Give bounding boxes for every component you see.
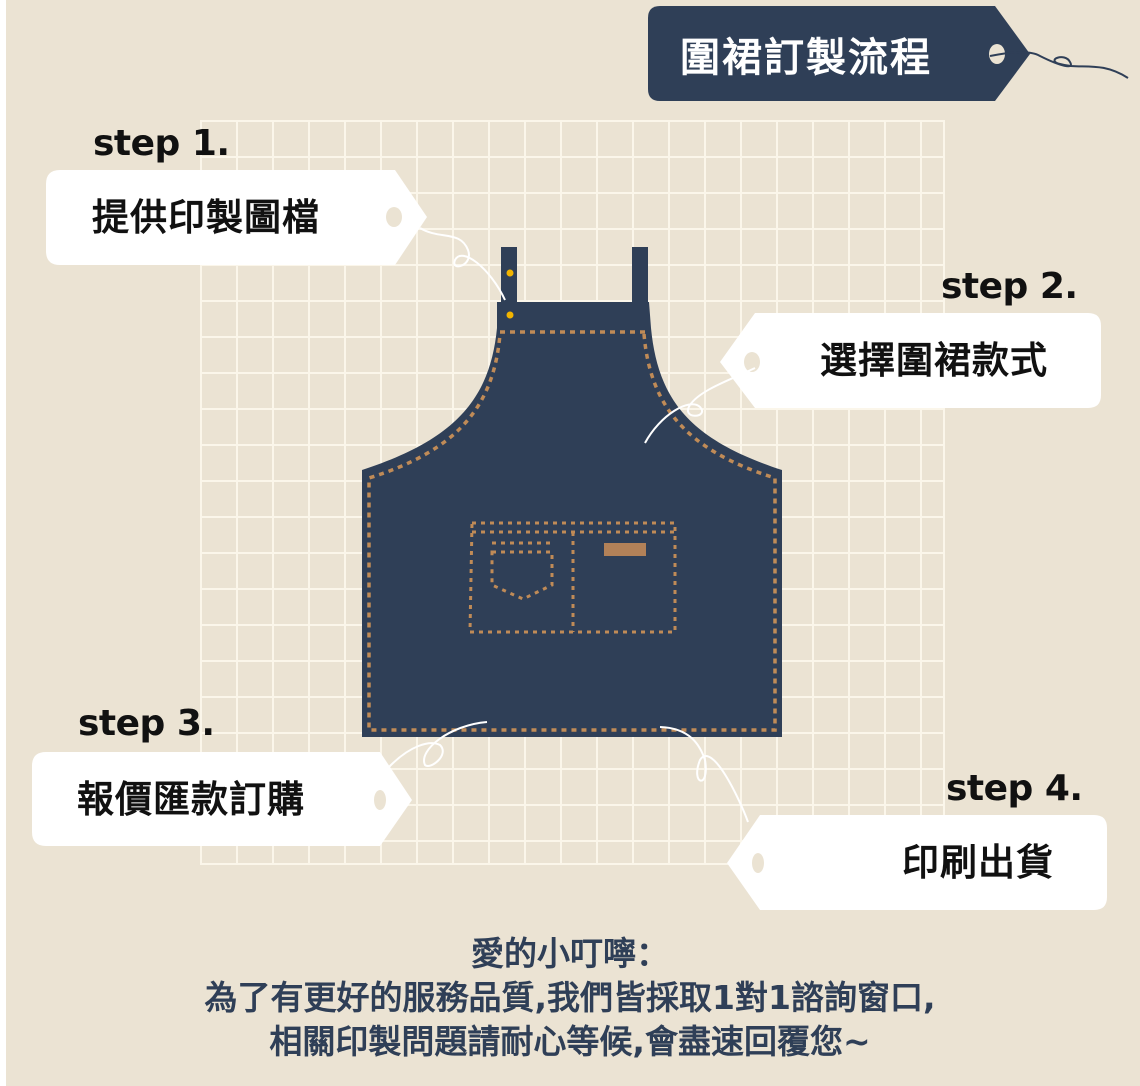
notice-heading: 愛的小叮嚀： [471, 934, 669, 973]
notice-line-1: 為了有更好的服務品質,我們皆採取1對1諮詢窗口, [204, 978, 936, 1017]
step-2-text: 選擇圍裙款式 [820, 339, 1048, 382]
tag-shape-step-3 [32, 721, 488, 846]
notice-line-2: 相關印製問題請耐心等候,會盡速回覆您~ [269, 1022, 871, 1061]
tag-shape-step-4 [659, 726, 1107, 910]
tag-shape-step-2 [644, 313, 1101, 444]
step-2-label: step 2. [941, 266, 1078, 307]
step-4-text: 印刷出貨 [902, 841, 1054, 884]
hang-tag-icon [648, 6, 1129, 101]
apron-illustration [362, 247, 782, 737]
step-3-label: step 3. [78, 703, 215, 744]
step-4-label: step 4. [946, 768, 1083, 809]
tag-shape-step-1 [46, 170, 506, 301]
notice-block: 愛的小叮嚀： 為了有更好的服務品質,我們皆採取1對1諮詢窗口, 相關印製問題請耐… [0, 932, 1140, 1064]
step-1-text: 提供印製圖檔 [92, 196, 320, 239]
step-1-label: step 1. [93, 123, 230, 164]
step-3-text: 報價匯款訂購 [77, 778, 305, 821]
page-title: 圍裙訂製流程 [680, 35, 932, 81]
